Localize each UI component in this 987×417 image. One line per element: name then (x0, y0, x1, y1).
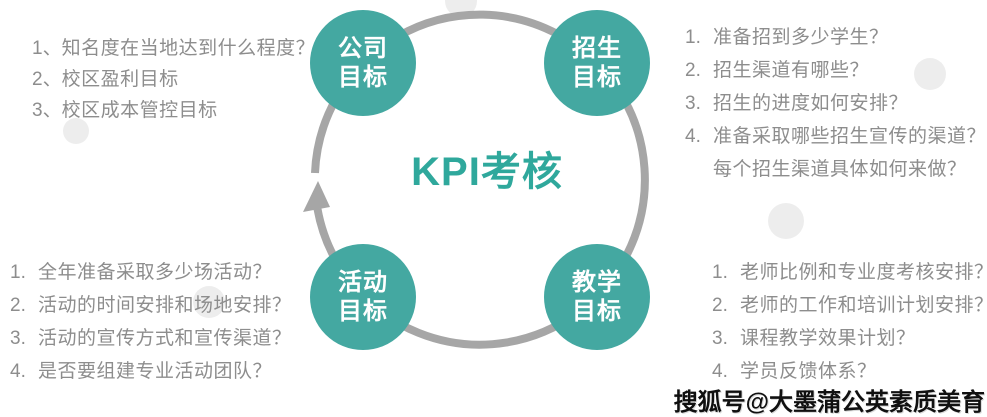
item-text: 活动的宣传方式和宣传渠道？ (38, 328, 292, 349)
watermark-text: 搜狐号@大墨蒲公英素质美育 (673, 389, 985, 416)
item-text: 准备采取哪些招生宣传的渠道？ (713, 126, 987, 147)
node-label-line1: 公司 (338, 35, 388, 62)
item-text: 活动的时间安排和场地安排？ (38, 295, 292, 316)
item-number: 1. (712, 262, 728, 283)
item-text: 是否要组建专业活动团队？ (38, 361, 273, 382)
list-item: 1、 知名度在当地达到什么程度？ (32, 33, 315, 64)
list-item: 1. 老师比例和专业度考核安排？ (712, 256, 987, 289)
list-item-continuation: 每个招生渠道具体如何来做？ (685, 153, 986, 186)
item-text: 学员反馈体系？ (740, 361, 877, 382)
node-enrollment-goal: 招生 目标 (544, 10, 650, 116)
item-text: 准备招到多少学生？ (713, 27, 889, 48)
node-label-line1: 活动 (338, 269, 388, 296)
item-text: 课程教学效果计划？ (740, 328, 916, 349)
item-number: 3、 (32, 100, 62, 121)
item-text: 招生渠道有哪些？ (713, 60, 870, 81)
node-label-line1: 招生 (572, 35, 622, 62)
item-number: 4. (685, 126, 701, 147)
list-item: 4. 是否要组建专业活动团队？ (10, 355, 292, 388)
company-goal-questions: 1、 知名度在当地达到什么程度？ 2、 校区盈利目标 3、 校区成本管控目标 (32, 33, 315, 126)
item-number: 3. (712, 328, 728, 349)
list-item: 3. 招生的进度如何安排？ (685, 87, 986, 120)
node-label-line2: 目标 (572, 298, 622, 325)
item-text: 每个招生渠道具体如何来做？ (713, 159, 967, 180)
item-number: 2. (10, 295, 26, 316)
item-text: 老师比例和专业度考核安排？ (740, 262, 987, 283)
item-number: 4. (712, 361, 728, 382)
node-teaching-goal: 教学 目标 (544, 244, 650, 350)
diagram-title: KPI考核 (411, 150, 563, 194)
item-text: 校区盈利目标 (61, 69, 179, 90)
node-label-line2: 目标 (338, 64, 388, 91)
item-text: 招生的进度如何安排？ (713, 93, 909, 114)
list-item: 2、 校区盈利目标 (32, 64, 315, 95)
item-text: 知名度在当地达到什么程度？ (61, 38, 316, 59)
item-number: 1. (10, 262, 26, 283)
list-item: 1. 全年准备采取多少场活动？ (10, 256, 292, 289)
item-number: 1. (685, 27, 701, 48)
node-label-line2: 目标 (572, 64, 622, 91)
list-item: 3. 课程教学效果计划？ (712, 322, 987, 355)
node-label-line2: 目标 (338, 298, 388, 325)
item-text: 校区成本管控目标 (61, 100, 218, 121)
decorative-dot (768, 203, 804, 239)
item-number: 3. (685, 93, 701, 114)
decorative-dot (445, 0, 477, 17)
cycle-arrow-icon (303, 181, 330, 212)
item-text: 老师的工作和培训计划安排？ (740, 295, 987, 316)
item-number: 2. (685, 60, 701, 81)
activity-goal-questions: 1. 全年准备采取多少场活动？ 2. 活动的时间安排和场地安排？ 3. 活动的宣… (10, 256, 292, 388)
list-item: 3、 校区成本管控目标 (32, 95, 315, 126)
list-item: 4. 学员反馈体系？ (712, 355, 987, 388)
list-item: 3. 活动的宣传方式和宣传渠道？ (10, 322, 292, 355)
list-item: 2. 活动的时间安排和场地安排？ (10, 289, 292, 322)
enrollment-goal-questions: 1. 准备招到多少学生？ 2. 招生渠道有哪些？ 3. 招生的进度如何安排？ 4… (685, 21, 986, 186)
list-item: 1. 准备招到多少学生？ (685, 21, 986, 54)
list-item: 2. 老师的工作和培训计划安排？ (712, 289, 987, 322)
node-activity-goal: 活动 目标 (310, 244, 416, 350)
item-number: 2、 (32, 69, 62, 90)
item-number: 4. (10, 361, 26, 382)
item-text: 全年准备采取多少场活动？ (38, 262, 273, 283)
item-number: 1、 (32, 38, 62, 59)
item-number: 2. (712, 295, 728, 316)
list-item: 4. 准备采取哪些招生宣传的渠道？ (685, 120, 986, 153)
node-label-line1: 教学 (572, 269, 622, 296)
teaching-goal-questions: 1. 老师比例和专业度考核安排？ 2. 老师的工作和培训计划安排？ 3. 课程教… (712, 256, 987, 388)
list-item: 2. 招生渠道有哪些？ (685, 54, 986, 87)
node-company-goal: 公司 目标 (310, 10, 416, 116)
item-number: 3. (10, 328, 26, 349)
